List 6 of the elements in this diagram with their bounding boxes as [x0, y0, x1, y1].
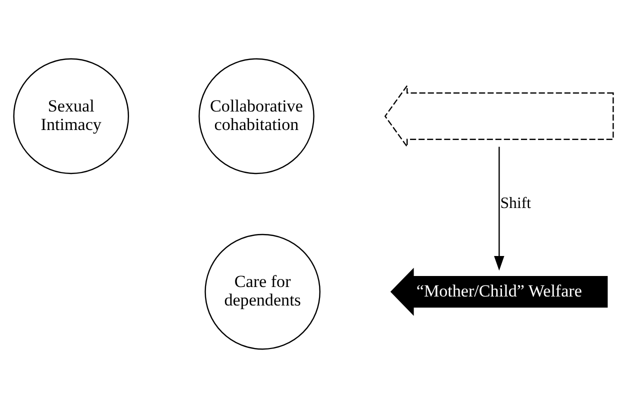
- edge-label: Shift: [500, 194, 532, 212]
- arrow: [494, 146, 504, 270]
- node-arrow: [384, 83, 614, 148]
- node-circle: Care for dependents: [204, 233, 320, 350]
- node-circle: Collaborative cohabitation: [198, 58, 314, 174]
- node-circle: Sexual Intimacy: [13, 58, 130, 174]
